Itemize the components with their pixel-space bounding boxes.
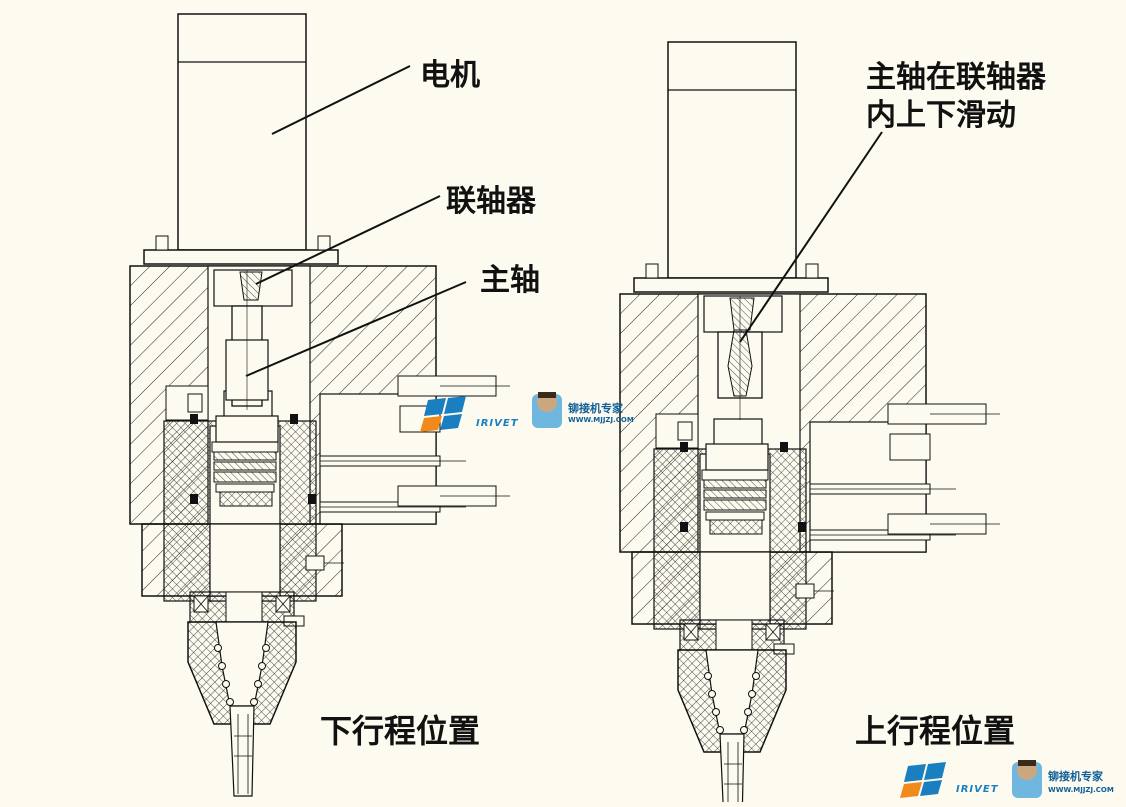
watermark-url-mid: WWW.MJJZJ.COM — [568, 416, 634, 424]
watermark-site-corner: 铆接机专家 — [1048, 770, 1103, 783]
watermark-site-mid: 铆接机专家 — [568, 402, 623, 415]
motor-body — [177, 13, 307, 251]
watermark-url-corner: WWW.MJJZJ.COM — [1048, 786, 1114, 794]
lower-position-caption: 下行程位置 — [320, 712, 481, 750]
spindle-slide-label-line2: 内上下滑动 — [866, 98, 1016, 133]
upper-position-caption: 上行程位置 — [855, 712, 1016, 750]
watermark-brand-corner: IRIVET — [956, 784, 999, 795]
upper-stroke-assembly — [619, 41, 1001, 807]
watermark-brand-mid: IRIVET — [476, 418, 519, 429]
watermark-logo-mid — [420, 392, 562, 432]
watermark-logo-corner — [900, 760, 1042, 798]
spindle-label: 主轴 — [480, 263, 540, 298]
motor-label: 电机 — [420, 58, 480, 93]
spindle-slide-label-line1: 主轴在联轴器 — [866, 60, 1046, 95]
lower-stroke-assembly — [129, 13, 511, 797]
coupler-label: 联轴器 — [446, 184, 536, 219]
